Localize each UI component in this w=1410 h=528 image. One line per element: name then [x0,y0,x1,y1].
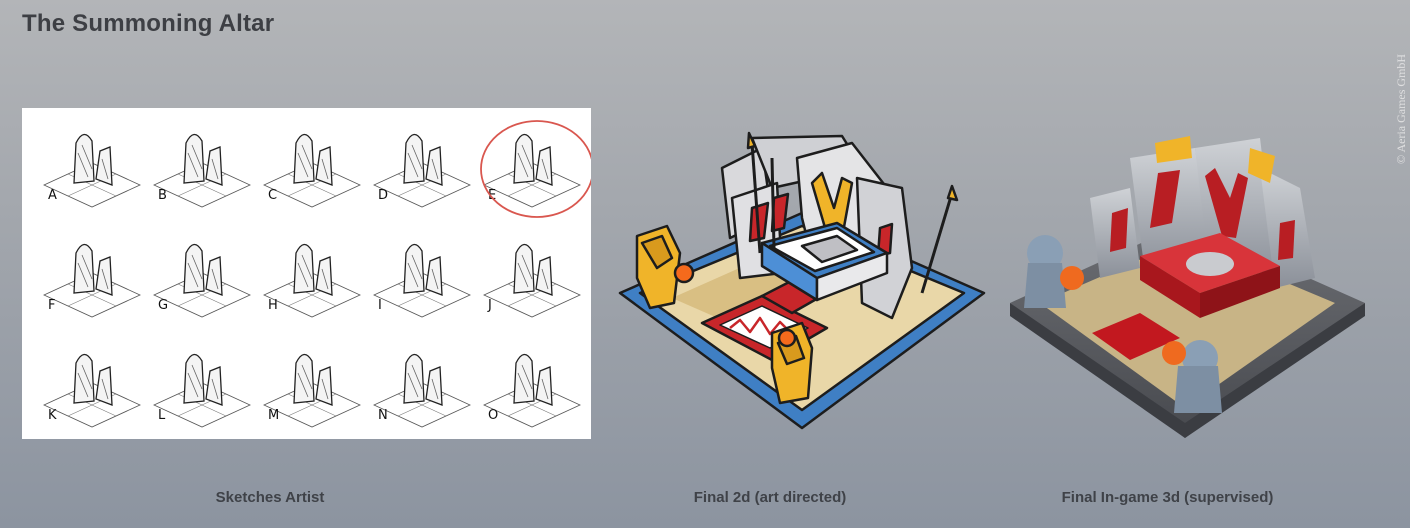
sketch-label: G [158,298,168,313]
sketch-thumbnail-h: H [263,243,361,318]
sketch-thumbnail-l: L [153,353,251,428]
sketch-thumbnail-i: I [373,243,471,318]
sketch-thumbnail-a: A [43,133,141,208]
sketch-label: A [48,188,57,203]
sketch-thumbnail-o: O [483,353,581,428]
sketch-label: E [488,188,496,203]
sketch-label: B [158,188,167,203]
sketch-thumbnail-g: G [153,243,251,318]
sketch-thumbnail-c: C [263,133,361,208]
caption-final-3d: Final In-game 3d (supervised) [1061,489,1274,506]
sketch-thumbnail-k: K [43,353,141,428]
sketch-thumbnail-b: B [153,133,251,208]
sketch-sheet: A B C D E F G H I J K L M N O [22,108,591,439]
sketch-label: K [48,408,57,423]
sketch-grid: A B C D E F G H I J K L M N O [43,120,591,428]
page-title: The Summoning Altar [22,10,275,37]
sketch-label: I [378,298,382,313]
sketch-thumbnail-j: J [483,243,581,318]
sketch-label: J [487,298,492,313]
sketch-label: L [158,408,166,423]
highlight-circle [480,120,591,218]
sketch-label: F [48,298,55,313]
sketch-label: M [268,408,279,423]
sketch-thumbnail-m: M [263,353,361,428]
final-3d-render [1010,136,1365,438]
sketch-thumbnail-n: N [373,353,471,428]
copyright-watermark: © Aeria Games GmbH [1392,4,1408,164]
caption-final-2d: Final 2d (art directed) [693,489,847,506]
sketch-thumbnail-d: D [373,133,471,208]
final-2d-illustration [618,131,986,430]
sketch-thumbnail-e: E [480,120,591,218]
sketch-label: C [268,188,277,203]
sketch-label: D [378,188,388,203]
sketch-thumbnail-f: F [43,243,141,318]
sketch-label: N [378,408,388,423]
sketch-label: O [488,408,498,423]
caption-sketches: Sketches Artist [215,489,325,506]
copyright-text: © Aeria Games GmbH [1394,53,1408,164]
sketch-label: H [268,298,278,313]
